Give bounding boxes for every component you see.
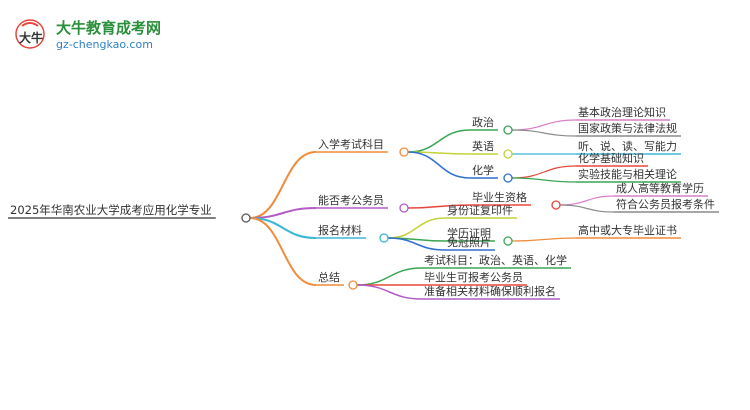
branch-0-child-0-knob[interactable] — [503, 125, 513, 135]
edge-branch-0-child-2 — [407, 151, 471, 179]
branch-2-child-0[interactable]: 身份证复印件 — [447, 203, 513, 217]
edge-branch-1-child-0 — [407, 204, 471, 209]
mindmap-edges — [8, 119, 719, 300]
branch-0-child-0[interactable]: 政治 — [472, 115, 494, 129]
branch-0-knob[interactable] — [399, 147, 409, 157]
bull-logo-icon: 大牛 — [15, 19, 45, 49]
branch-2[interactable]: 报名材料 — [318, 223, 362, 237]
edge-branch-3-child-2 — [356, 284, 423, 300]
logo-mark-text: 大牛 — [19, 30, 43, 45]
branch-0-child-2-leaf-1[interactable]: 实验技能与相关理论 — [578, 167, 677, 181]
branch-1-child-0-knob[interactable] — [551, 200, 561, 210]
branch-2-child-1-knob[interactable] — [503, 236, 513, 246]
branch-0-child-0-leaf-0[interactable]: 基本政治理论知识 — [578, 105, 666, 119]
branch-0-child-2-knob[interactable] — [503, 173, 513, 183]
edge-root-branch-3 — [249, 217, 317, 286]
branch-0-child-1-knob[interactable] — [503, 149, 513, 159]
branch-1-knob[interactable] — [399, 203, 409, 213]
edge-branch-0-child-2-leaf-0 — [511, 165, 577, 179]
edge-branch-0-child-2-leaf-1 — [511, 177, 577, 183]
branch-3-child-1[interactable]: 毕业生可报考公务员 — [424, 270, 523, 284]
branch-0-child-1-leaf-0[interactable]: 听、说、读、写能力 — [578, 139, 677, 153]
edge-branch-0-child-0-leaf-0 — [511, 119, 577, 131]
mindmap-nodes: 2025年华南农业大学成考应用化学专业 入学考试科目 政治 基本政治理论知识国家政策与… — [10, 105, 715, 298]
branch-3-knob[interactable] — [348, 280, 358, 290]
branch-3-child-2[interactable]: 准备相关材料确保顺利报名 — [424, 284, 556, 298]
branch-2-knob[interactable] — [379, 233, 389, 243]
edge-root-branch-2 — [249, 217, 317, 239]
site-logo[interactable]: 大牛 大牛教育成考网 gz-chengkao.com — [15, 19, 161, 51]
edge-branch-0-child-0 — [407, 129, 471, 153]
branch-3[interactable]: 总结 — [318, 270, 340, 284]
branch-1-child-0-leaf-1[interactable]: 符合公务员报考条件 — [616, 197, 715, 211]
edge-branch-1-child-0-leaf-0 — [559, 195, 615, 206]
branch-1[interactable]: 能否考公务员 — [318, 193, 384, 207]
branch-2-child-2[interactable]: 免冠照片 — [447, 235, 491, 249]
edge-branch-2-child-1-leaf-0 — [511, 237, 577, 242]
edge-branch-3-child-0 — [356, 267, 423, 286]
branch-2-child-1[interactable]: 学历证明 — [447, 226, 491, 240]
root-node-knob[interactable] — [241, 213, 251, 223]
branch-0-child-2[interactable]: 化学 — [472, 163, 494, 177]
branch-0[interactable]: 入学考试科目 — [318, 137, 384, 151]
root-node[interactable]: 2025年华南农业大学成考应用化学专业 — [10, 203, 212, 217]
branch-0-child-0-leaf-1[interactable]: 国家政策与法律法规 — [578, 121, 677, 135]
edge-branch-0-child-0-leaf-1 — [511, 129, 577, 137]
branch-2-child-1-leaf-0[interactable]: 高中或大专毕业证书 — [578, 223, 677, 237]
edge-branch-2-child-0 — [387, 217, 446, 239]
edge-branch-1-child-0-leaf-1 — [559, 204, 615, 213]
branch-1-child-0-leaf-0[interactable]: 成人高等教育学历 — [616, 181, 704, 195]
logo-title: 大牛教育成考网 — [56, 19, 161, 37]
logo-url: gz-chengkao.com — [56, 38, 153, 51]
edge-root-branch-0 — [249, 151, 317, 219]
edge-branch-2-child-2 — [387, 237, 446, 251]
branch-1-child-0[interactable]: 毕业生资格 — [472, 190, 527, 204]
branch-0-child-2-leaf-0[interactable]: 化学基础知识 — [578, 151, 644, 165]
branch-0-child-1[interactable]: 英语 — [472, 139, 494, 153]
branch-3-child-0[interactable]: 考试科目：政治、英语、化学 — [424, 253, 567, 267]
